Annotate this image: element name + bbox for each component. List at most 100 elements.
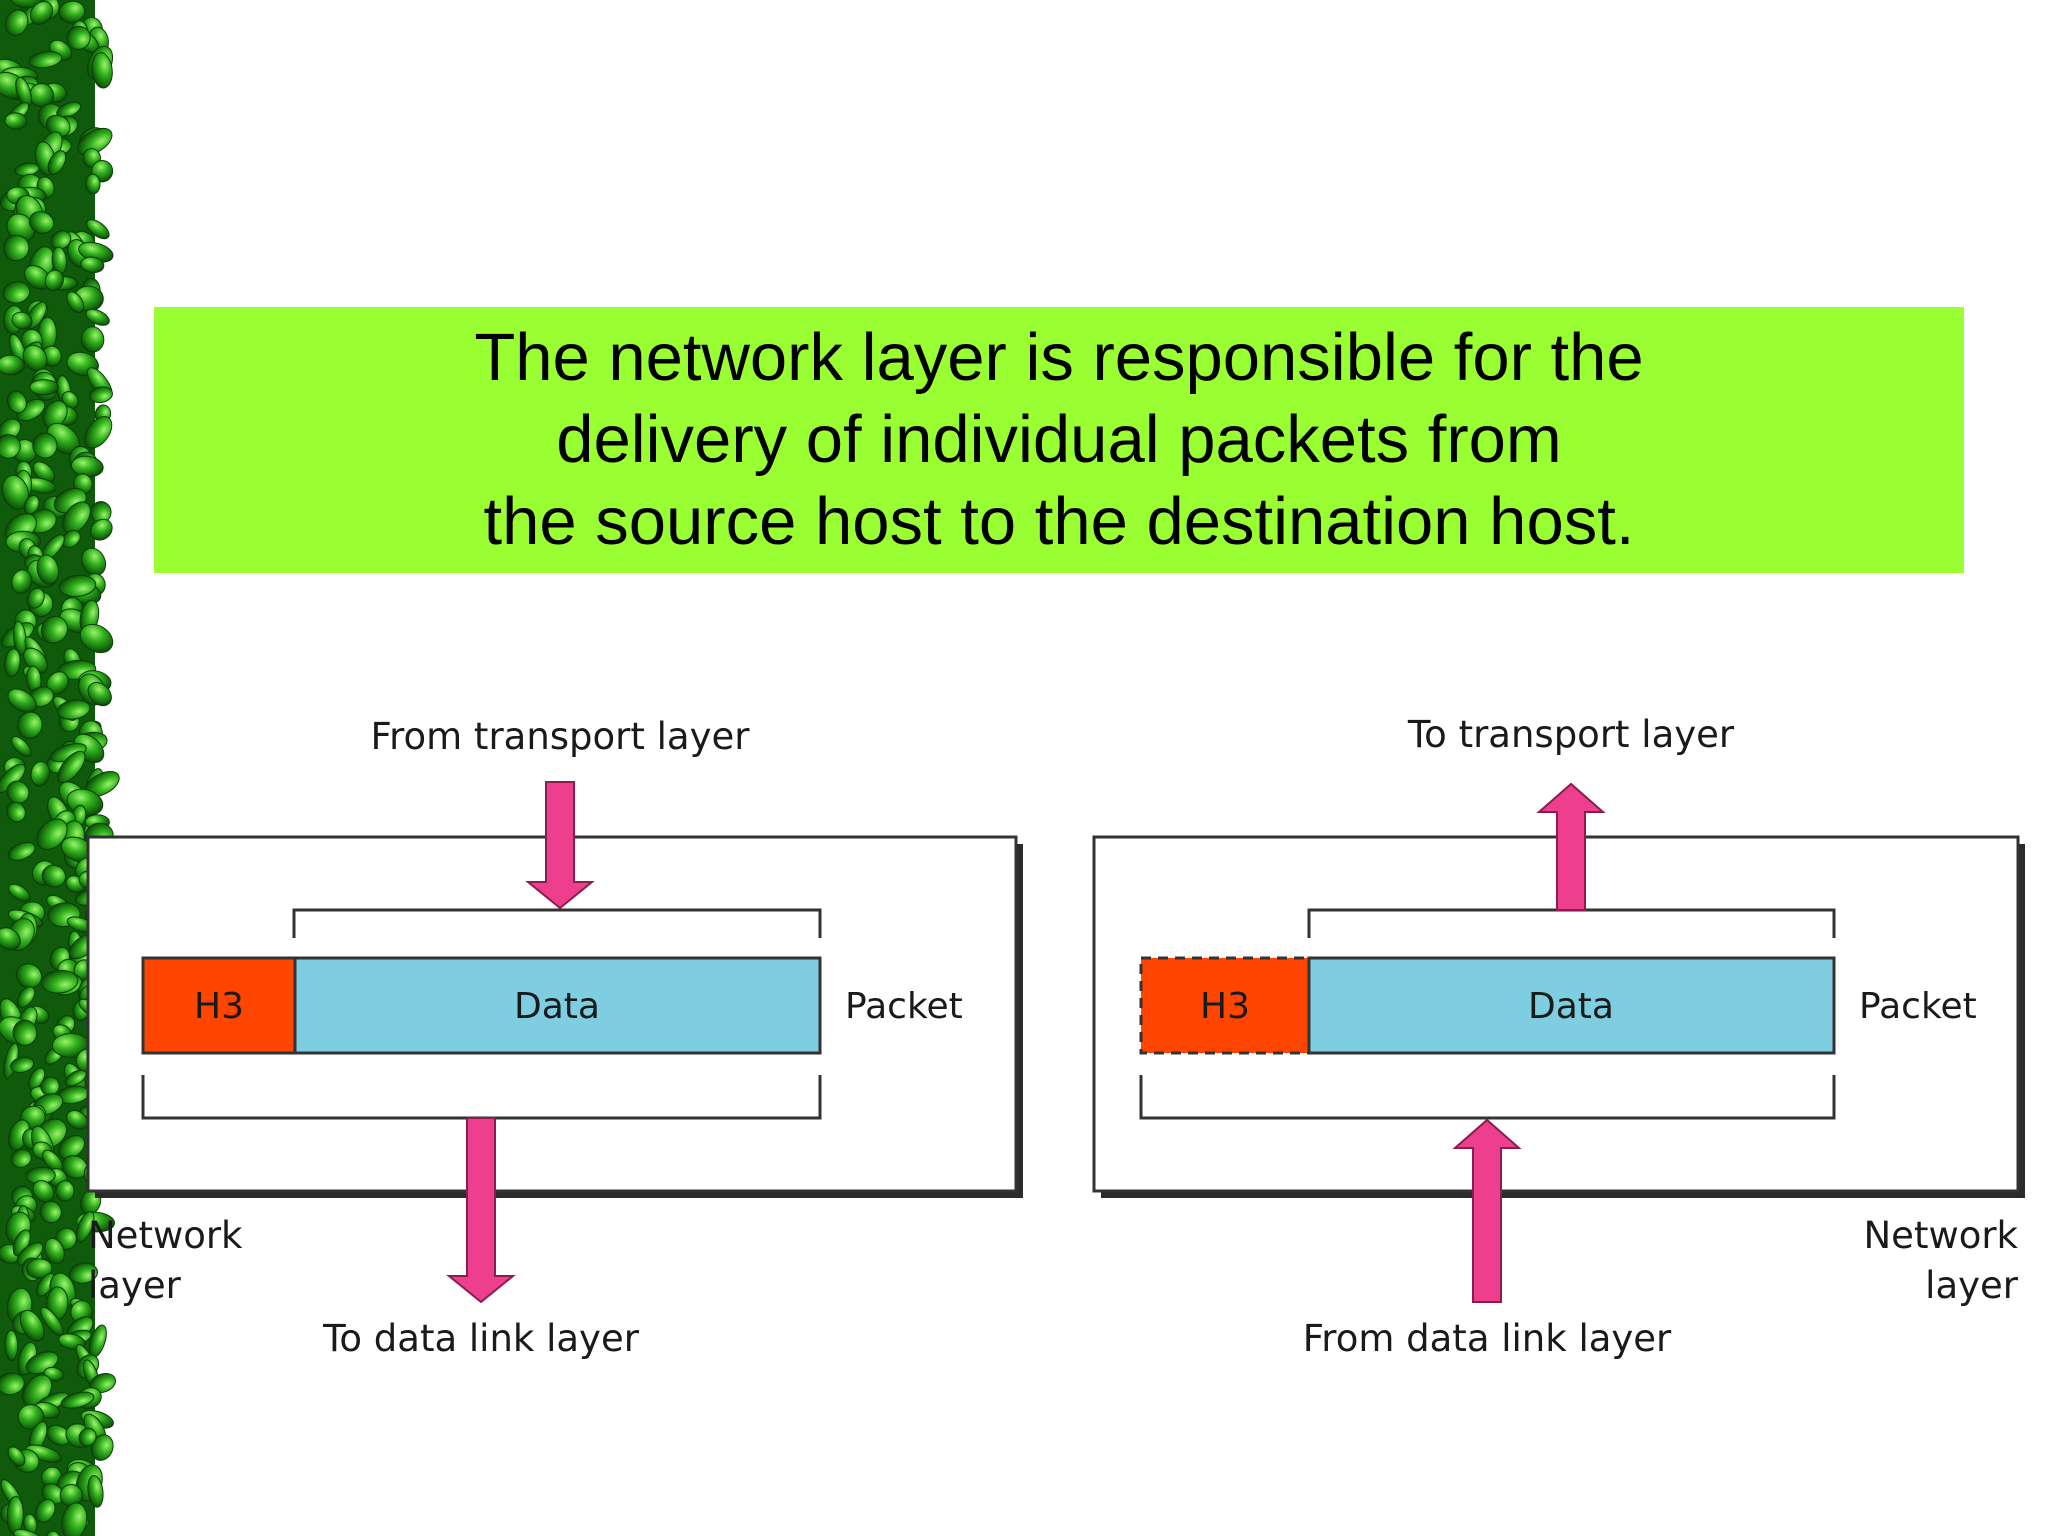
leaf-shape — [64, 1069, 87, 1087]
leaf-shape — [90, 518, 113, 541]
receiver-h3-header-block — [1139, 956, 1311, 1055]
leaf-shape — [11, 311, 33, 330]
leaf-shape — [11, 736, 32, 757]
leaf-shape — [59, 1483, 83, 1508]
receiver-up-arrow-to-transport — [1536, 782, 1606, 911]
receiver-data-label: Data — [1528, 986, 1614, 1027]
leaf-shape — [39, 1200, 62, 1224]
leaf-shape — [75, 1211, 95, 1243]
leaf-shape — [10, 1056, 35, 1073]
leaf-shape — [6, 801, 26, 823]
leaf-shape — [29, 1, 53, 25]
leaf-shape — [12, 1019, 38, 1046]
leaf-shape — [40, 1076, 60, 1096]
receiver-packet-bracket-bottom — [1139, 1075, 1836, 1120]
leaf-shape — [36, 818, 68, 851]
leaf-shape — [85, 308, 110, 326]
banner-line-2: delivery of individual packets from — [556, 402, 1562, 477]
sender-data-label: Data — [514, 986, 600, 1027]
leaf-shape — [8, 883, 31, 902]
sender-layer-label-line2: layer — [88, 1264, 182, 1307]
leaf-shape — [36, 554, 60, 585]
leaf-shape — [80, 256, 105, 274]
leaf-shape — [16, 711, 43, 739]
leaf-shape — [44, 1237, 65, 1265]
leaf-shape — [86, 219, 110, 240]
sender-down-arrow-to-data-link — [446, 1117, 516, 1304]
sender-top-label: From transport layer — [371, 715, 751, 758]
sender-packet-label: Packet — [845, 986, 963, 1027]
leaf-shape — [66, 25, 91, 50]
leaf-shape — [56, 699, 91, 720]
leaf-shape — [1, 474, 30, 510]
leaf-shape — [0, 1372, 25, 1396]
leaf-shape — [56, 101, 82, 118]
leaf-shape — [28, 50, 63, 69]
leaf-shape — [17, 1403, 45, 1431]
leaf-shape — [10, 1148, 32, 1168]
leaf-shape — [44, 269, 64, 292]
leaf-shape — [7, 1446, 26, 1467]
leaf-shape — [66, 291, 85, 314]
leaf-shape — [66, 1109, 89, 1130]
leaf-shape — [62, 501, 91, 534]
leaf-shape — [32, 1180, 55, 1203]
receiver-network-layer: H3 Data Packet To transport layer From d… — [1092, 713, 2025, 1360]
leaf-shape — [58, 574, 97, 598]
banner-line-1: The network layer is responsible for the — [474, 320, 1644, 395]
receiver-layer-label-line1: Network — [1864, 1214, 2019, 1257]
leaf-shape — [47, 150, 67, 175]
leaf-shape — [34, 1498, 56, 1523]
leaf-shape — [84, 416, 113, 449]
leaf-shape — [4, 1329, 19, 1362]
leaf-shape — [11, 569, 33, 594]
leaf-shape — [4, 112, 28, 130]
leaf-shape — [6, 780, 30, 804]
leaf-shape — [61, 1502, 88, 1536]
leaf-shape — [6, 390, 27, 414]
leaf-shape — [3, 234, 30, 262]
leaf-shape — [4, 9, 29, 36]
receiver-up-arrow-from-data-link — [1452, 1118, 1522, 1303]
leaf-shape — [40, 615, 69, 644]
sender-down-arrow-from-transport — [525, 781, 595, 910]
leaf-shape — [57, 750, 86, 783]
leaf-shape — [42, 400, 68, 429]
sender-h3-header-block — [141, 956, 297, 1055]
leaf-shape — [29, 379, 59, 396]
receiver-top-label: To transport layer — [1407, 713, 1735, 756]
leaf-shape — [19, 1309, 45, 1342]
sender-data-block — [293, 956, 822, 1055]
sender-h3-label: H3 — [194, 986, 244, 1027]
receiver-packet-label: Packet — [1859, 986, 1977, 1027]
leaf-shape — [15, 963, 43, 989]
leaf-shape — [85, 173, 101, 195]
leaf-border-decoration — [0, 0, 121, 1536]
sender-network-layer: H3 Data Packet From transport layer To d… — [86, 715, 1023, 1360]
receiver-layer-label-line2: layer — [1925, 1264, 2019, 1307]
leaf-shape — [78, 1427, 97, 1447]
leaf-shape — [87, 1474, 104, 1508]
leaf-shape — [4, 648, 21, 678]
leaf-shape — [77, 127, 113, 156]
leaf-shape — [0, 434, 21, 459]
leaf-shape — [25, 1444, 62, 1463]
receiver-data-block — [1307, 956, 1836, 1055]
responsibility-banner: The network layer is responsible for the… — [154, 307, 1964, 573]
leaf-shape — [41, 864, 67, 888]
leaf-shape — [16, 986, 36, 1008]
leaf-shape — [2, 281, 31, 304]
leaf-shape — [89, 386, 113, 404]
leaf-shape — [55, 1180, 75, 1202]
leaf-shape — [60, 1391, 95, 1409]
sender-packet-bracket-top — [292, 908, 822, 938]
leaf-shape — [30, 761, 51, 787]
leaf-shape — [0, 927, 21, 951]
leaf-shape — [87, 682, 112, 707]
banner-line-3: the source host to the destination host. — [483, 484, 1635, 559]
leaf-shape — [91, 52, 113, 89]
leaf-shape — [0, 354, 25, 376]
sender-layer-label-line1: Network — [88, 1214, 243, 1257]
